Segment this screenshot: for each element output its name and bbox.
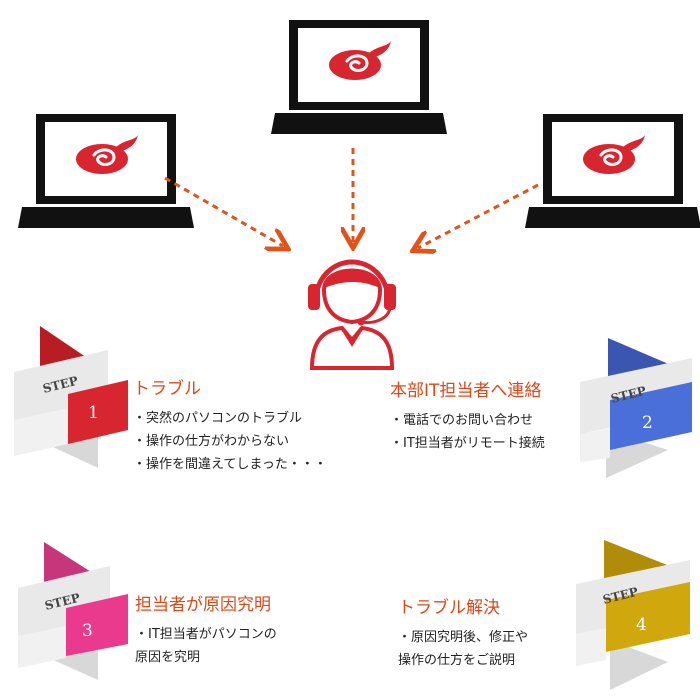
step1-content: トラブル ・突然のパソコンのトラブル ・操作の仕方がわからない ・操作を間違えて… (133, 374, 327, 476)
headset-operator-icon (308, 259, 396, 370)
step1-line: ・操作を間違えてしまった・・・ (133, 457, 327, 472)
step1-ribbon: STEP 1 (14, 326, 128, 468)
step1-line: ・突然のパソコンのトラブル (133, 411, 303, 426)
laptop-icon-left (18, 114, 194, 228)
step4-line: 操作の仕方をご説明 (398, 653, 516, 668)
step3-content: 担当者が原因究明 ・IT担当者がパソコンの 原因を究明 (135, 590, 277, 669)
step3-title: 担当者が原因究明 (135, 595, 271, 615)
step3-line: ・IT担当者がパソコンの (135, 627, 277, 642)
step3-line: 原因を究明 (135, 650, 201, 665)
step1-number: 1 (88, 403, 99, 423)
step2-title: 本部IT担当者へ連絡 (390, 381, 542, 401)
step4-ribbon: STEP 4 (576, 540, 690, 690)
step1-line: ・操作の仕方がわからない (133, 434, 290, 449)
step4-content: トラブル解決 ・原因究明後、修正や 操作の仕方をご説明 (398, 593, 528, 672)
step2-line: ・IT担当者がリモート接続 (390, 436, 545, 451)
step4-number: 4 (636, 615, 647, 635)
step2-number: 2 (642, 413, 653, 433)
step4-title: トラブル解決 (398, 598, 500, 618)
step3-number: 3 (82, 621, 93, 641)
step3-ribbon: STEP 3 (18, 542, 128, 680)
step1-title: トラブル (133, 379, 201, 399)
step2-line: ・電話でのお問い合わせ (390, 413, 534, 428)
step2-ribbon: STEP 2 (580, 338, 692, 478)
laptop-icon-center (271, 20, 447, 134)
arrow-right (418, 183, 539, 248)
step4-line: ・原因究明後、修正や (398, 630, 529, 645)
arrow-left (164, 176, 283, 246)
step2-content: 本部IT担当者へ連絡 ・電話でのお問い合わせ ・IT担当者がリモート接続 (390, 376, 545, 455)
laptop-icon-right (525, 114, 700, 228)
